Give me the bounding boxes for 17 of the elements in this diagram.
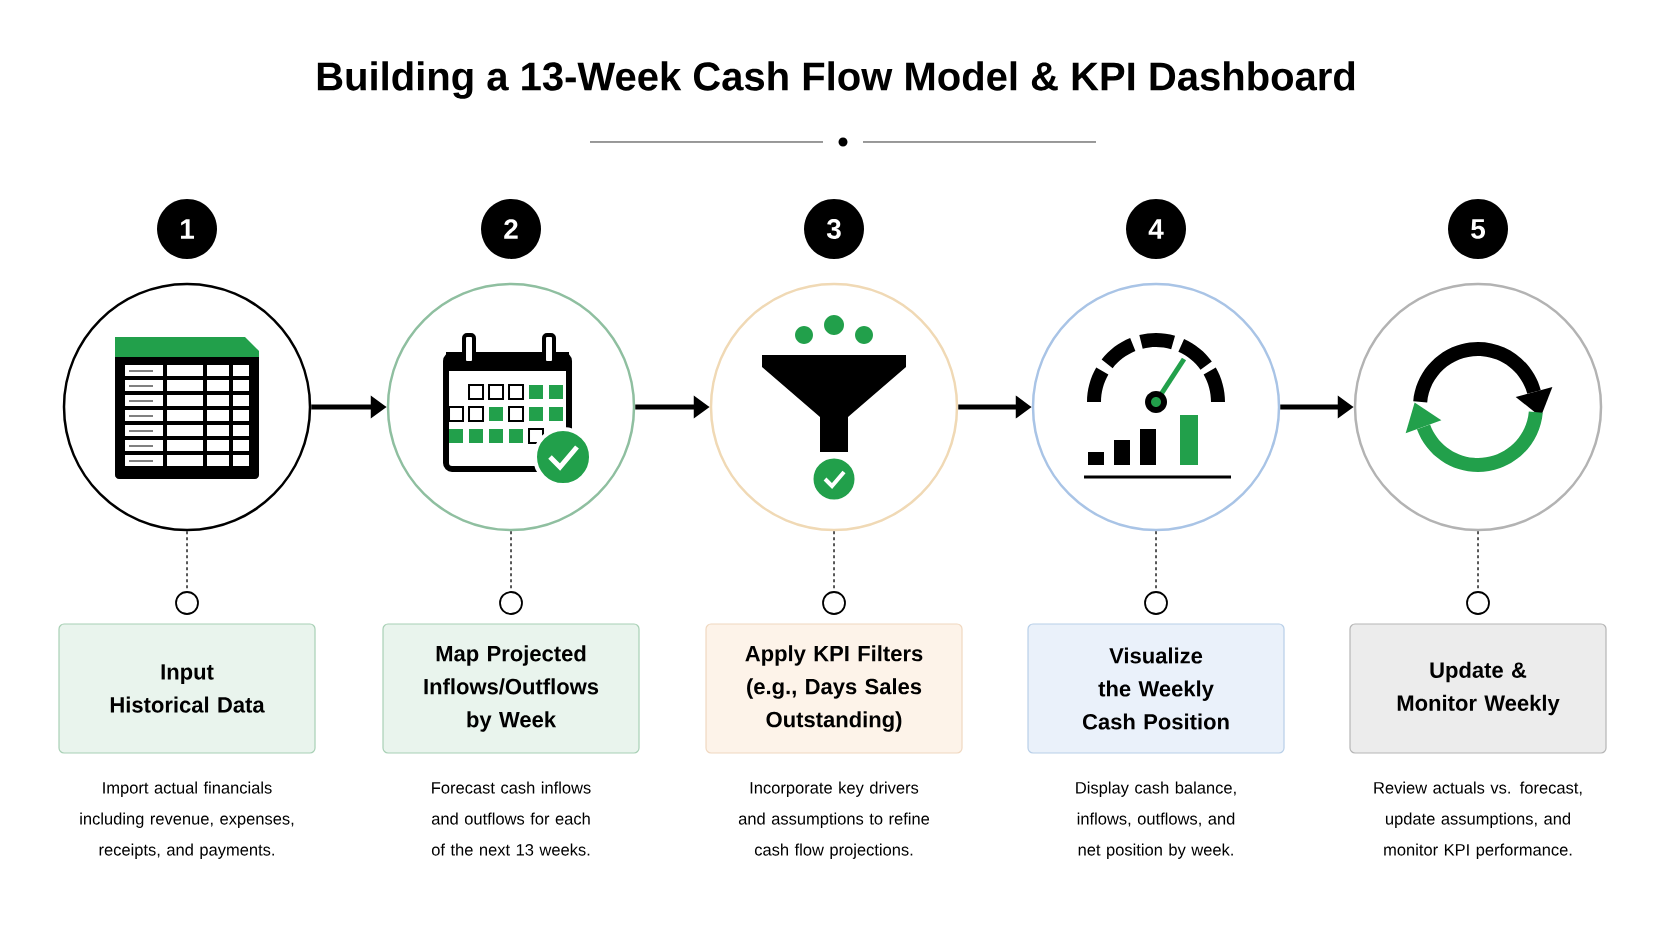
- step-box: Update & Monitor Weekly: [1349, 623, 1607, 754]
- step-box: Input Historical Data: [58, 623, 316, 754]
- step-box: Apply KPI Filters (e.g., Days Sales Outstanding): [705, 623, 963, 754]
- step-number: 2: [481, 199, 541, 259]
- step-number: 1: [157, 199, 217, 259]
- step-description: Display cash balance, inflows, outflows, and net position by week.: [1076, 781, 1236, 859]
- step-number: 5: [1448, 199, 1508, 259]
- step-description: Incorporate key drivers and assumptions to refine cash flow projections.: [738, 781, 930, 859]
- step-description: Import actual financials including revenue, expenses, receipts, and payments.: [80, 781, 294, 859]
- title: Building a 13-Week Cash Flow Model & KPI Dashboard: [317, 61, 1355, 99]
- step-description: Forecast cash inflows and outflows for each of the next 13 weeks.: [431, 781, 591, 856]
- step-box: Map Projected Inflows/Outflows by Week: [382, 623, 640, 754]
- step-number: 3: [804, 199, 864, 259]
- step-description: Review actuals vs. forecast, update assumptions, and monitor KPI performance.: [1374, 781, 1582, 859]
- step-circle: [1031, 282, 1281, 532]
- step-number: 4: [1126, 199, 1186, 259]
- step-box: Visualize the Weekly Cash Position: [1027, 623, 1285, 754]
